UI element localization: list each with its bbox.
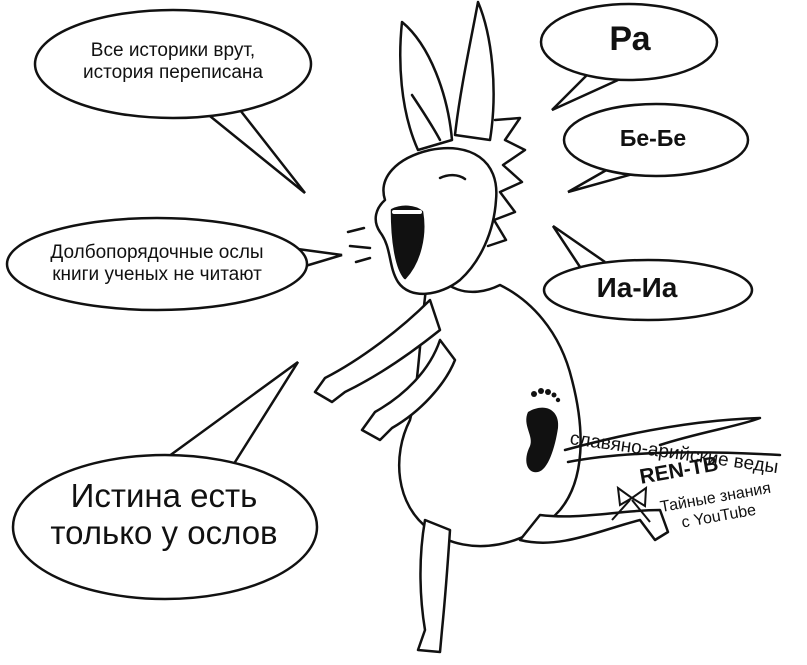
bubble-text-historians: Все историки врут, история переписана (56, 40, 290, 84)
bubble-truth-line-1: Истина есть (70, 477, 258, 514)
bubble-historians-line-1: Все историки врут, (90, 40, 256, 61)
bubble-text-ra: Ра (609, 20, 651, 58)
bubble-text-ia-ia: Иа-Иа (596, 272, 678, 303)
bubble-donkeys-line-1: Долбопорядочные ослы (50, 242, 264, 263)
speech-bubble-be-be (562, 102, 750, 194)
footprint-icon (526, 388, 561, 473)
bubble-donkeys-line-2: книги ученых не читают (52, 263, 262, 285)
tail-bow-icon (611, 485, 651, 523)
speech-bubble-truth (11, 360, 319, 601)
speech-bubble-ra (539, 2, 719, 112)
bubble-truth-line-2: только у ослов (50, 513, 278, 551)
speech-bubble-historians (33, 8, 313, 194)
bubble-text-be-be: Бе-Бе (619, 125, 687, 151)
speech-bubble-donkeys-books (5, 216, 343, 312)
speech-bubble-ia-ia (542, 224, 754, 322)
bubble-text-donkeys-books: Долбопорядочные ослы книги ученых не чит… (22, 242, 292, 286)
donkey-figure-icon (313, 0, 782, 654)
bubble-historians-line-2: история переписана (83, 61, 263, 83)
bubble-text-truth: Истина есть только у ослов (14, 477, 314, 552)
